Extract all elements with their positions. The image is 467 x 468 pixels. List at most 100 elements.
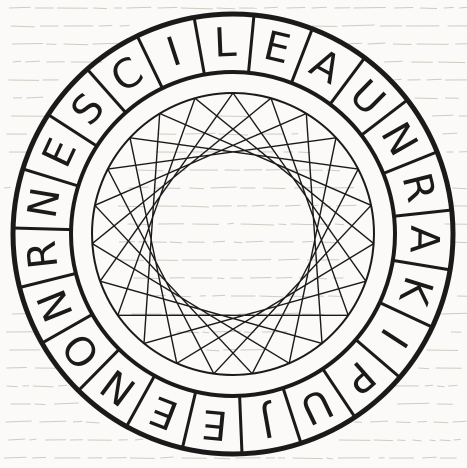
star-chord xyxy=(306,114,322,344)
ring-letter: L xyxy=(213,20,238,67)
background-texture-stroke xyxy=(438,62,465,63)
background-text-texture xyxy=(4,7,467,459)
background-texture-stroke xyxy=(246,241,264,242)
background-texture-stroke xyxy=(4,187,11,188)
background-texture-stroke xyxy=(99,26,112,27)
background-texture-stroke xyxy=(396,422,411,423)
background-texture-stroke xyxy=(275,313,299,314)
background-texture-stroke xyxy=(425,385,433,386)
background-texture-stroke xyxy=(459,7,467,8)
background-texture-stroke xyxy=(397,440,405,441)
background-texture-stroke xyxy=(218,134,248,135)
background-texture-stroke xyxy=(457,296,467,297)
background-texture-stroke xyxy=(4,457,26,458)
ring-letter: E xyxy=(200,400,230,448)
background-texture-stroke xyxy=(393,44,412,45)
star-chord xyxy=(108,169,214,374)
background-texture-stroke xyxy=(64,44,88,45)
background-texture-stroke xyxy=(312,26,337,27)
background-texture-stroke xyxy=(217,116,249,117)
background-texture-stroke xyxy=(444,7,454,8)
background-texture-stroke xyxy=(6,368,26,369)
background-texture-stroke xyxy=(302,241,313,242)
background-texture-stroke xyxy=(129,187,149,188)
background-texture-stroke xyxy=(287,8,306,9)
star-chord xyxy=(160,114,371,206)
background-texture-stroke xyxy=(181,8,213,9)
background-texture-stroke xyxy=(12,44,43,45)
background-texture-stroke xyxy=(420,8,437,9)
background-texture-stroke xyxy=(181,206,209,207)
background-texture-stroke xyxy=(34,404,45,405)
background-texture-stroke xyxy=(25,61,40,62)
background-texture-stroke xyxy=(217,8,236,9)
ring-letter: K xyxy=(389,271,441,311)
background-texture-stroke xyxy=(415,98,438,99)
star-chord xyxy=(252,169,358,374)
ring-letter: E xyxy=(259,23,294,74)
background-texture-stroke xyxy=(442,133,457,134)
background-texture-stroke xyxy=(448,385,457,386)
background-texture-stroke xyxy=(127,7,152,8)
background-texture-stroke xyxy=(29,439,36,440)
background-texture-stroke xyxy=(287,296,311,297)
background-texture-stroke xyxy=(213,241,225,242)
background-texture-stroke xyxy=(139,241,148,242)
background-texture-stroke xyxy=(138,170,163,171)
background-texture-stroke xyxy=(33,386,54,387)
star-chord xyxy=(130,138,358,169)
background-texture-stroke xyxy=(185,133,216,134)
background-texture-stroke xyxy=(432,115,453,116)
background-texture-stroke xyxy=(342,25,375,26)
background-texture-stroke xyxy=(294,188,325,189)
background-texture-stroke xyxy=(240,350,265,351)
background-texture-stroke xyxy=(202,332,209,333)
background-texture-stroke xyxy=(437,386,444,387)
background-texture-stroke xyxy=(9,7,31,8)
background-texture-stroke xyxy=(326,458,333,459)
background-texture-stroke xyxy=(73,421,82,422)
ring-letter: R xyxy=(19,238,68,271)
background-texture-stroke xyxy=(397,403,429,404)
ring-letter: P xyxy=(335,352,384,402)
background-texture-stroke xyxy=(26,97,43,98)
ring-letter: U xyxy=(293,379,339,433)
background-texture-stroke xyxy=(354,8,386,9)
background-texture-stroke xyxy=(384,61,402,62)
ring-divider xyxy=(393,260,450,270)
background-texture-stroke xyxy=(241,224,274,225)
background-texture-stroke xyxy=(454,439,461,440)
background-texture-stroke xyxy=(40,421,67,422)
background-texture-stroke xyxy=(440,440,451,441)
background-texture-stroke xyxy=(312,7,327,8)
ring-divider xyxy=(182,392,195,448)
background-texture-stroke xyxy=(427,350,459,351)
ring-letter: I xyxy=(371,320,416,355)
background-texture-stroke xyxy=(276,278,292,279)
background-texture-stroke xyxy=(32,457,46,458)
background-texture-stroke xyxy=(135,439,143,440)
ring-letter: J xyxy=(257,398,280,446)
background-texture-stroke xyxy=(452,188,467,189)
inner-ring-border xyxy=(71,72,395,396)
background-texture-stroke xyxy=(434,422,449,423)
background-texture-stroke xyxy=(11,26,35,27)
background-texture-stroke xyxy=(234,242,242,243)
star-chord xyxy=(144,114,160,344)
background-texture-stroke xyxy=(158,7,178,8)
star-chord xyxy=(108,138,336,169)
background-texture-stroke xyxy=(374,440,393,441)
background-texture-stroke xyxy=(93,8,107,9)
background-texture-stroke xyxy=(214,458,230,459)
ring-divider xyxy=(13,228,71,230)
background-texture-stroke xyxy=(291,224,316,225)
background-texture-stroke xyxy=(120,26,130,27)
ring-letter: N xyxy=(19,184,69,221)
background-texture-stroke xyxy=(412,440,421,441)
ring-letter: A xyxy=(401,225,448,254)
background-texture-stroke xyxy=(302,314,324,315)
background-texture-stroke xyxy=(430,440,436,441)
background-texture-stroke xyxy=(250,278,271,279)
star-boundary-circle xyxy=(92,93,374,375)
background-texture-stroke xyxy=(394,8,413,9)
